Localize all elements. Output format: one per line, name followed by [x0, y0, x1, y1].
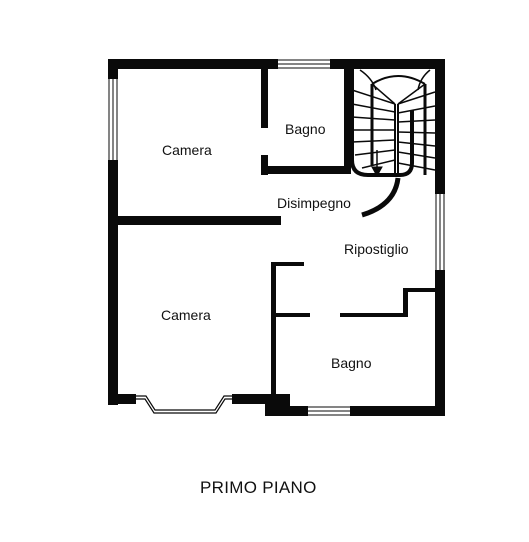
window-bottom — [308, 406, 350, 416]
plan-title: PRIMO PIANO — [200, 478, 317, 497]
room-label-camera-bottom: Camera — [161, 307, 211, 323]
interior-walls — [118, 68, 437, 394]
windows — [108, 59, 445, 416]
room-labels: Camera Bagno Disimpegno Ripostiglio Came… — [161, 121, 409, 371]
room-label-bagno-bottom: Bagno — [331, 355, 372, 371]
window-top — [278, 59, 330, 69]
outer-walls — [108, 59, 445, 416]
window-stair-top — [368, 62, 430, 68]
room-label-ripostiglio: Ripostiglio — [344, 241, 409, 257]
staircase — [350, 68, 436, 218]
room-label-disimpegno: Disimpegno — [277, 195, 351, 211]
window-right — [435, 194, 445, 270]
room-label-bagno-top: Bagno — [285, 121, 326, 137]
bay-window — [136, 395, 232, 414]
room-label-camera-top: Camera — [162, 142, 212, 158]
window-left — [108, 79, 118, 160]
